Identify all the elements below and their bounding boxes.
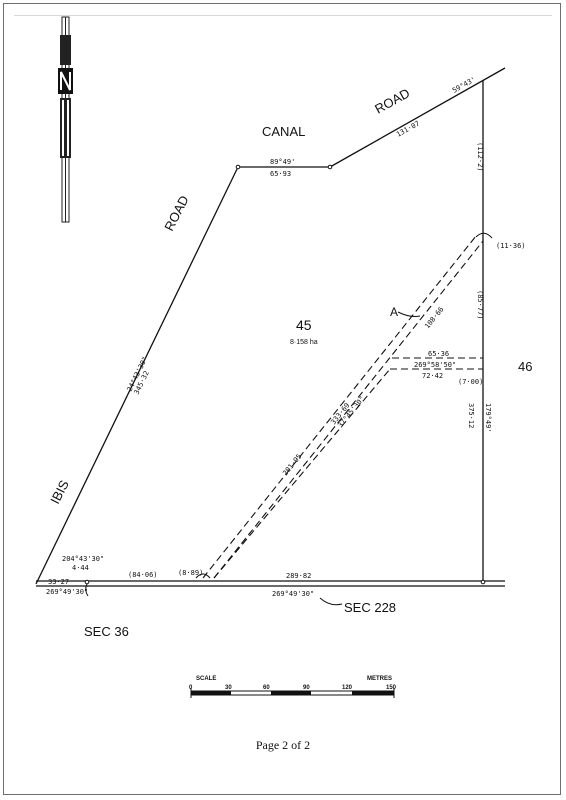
svg-text:204°43'30": 204°43'30" xyxy=(62,555,104,563)
plan-page xyxy=(3,3,561,795)
svg-text:4·44: 4·44 xyxy=(72,564,89,572)
svg-text:150: 150 xyxy=(386,685,397,691)
svg-text:(85·77): (85·77) xyxy=(476,290,484,320)
parcel-boundaries xyxy=(35,67,506,587)
svg-text:289·82: 289·82 xyxy=(286,572,311,580)
lot-45-area: 8·158 ha xyxy=(290,339,318,346)
top-rule xyxy=(14,15,552,16)
svg-text:METRES: METRES xyxy=(367,676,392,682)
sec-36-label: SEC 36 xyxy=(84,624,129,639)
easement-a xyxy=(202,235,484,579)
svg-text:269°58'50": 269°58'50" xyxy=(414,361,456,369)
lot-45-label: 45 xyxy=(296,317,312,333)
svg-text:201·95: 201·95 xyxy=(281,453,303,478)
svg-text:269°49'30": 269°49'30" xyxy=(272,590,314,598)
svg-text:(112·2): (112·2) xyxy=(476,142,484,172)
svg-text:65·93: 65·93 xyxy=(270,170,291,178)
page-number: Page 2 of 2 xyxy=(255,738,311,752)
scale-bar: SCALE METRES 0 30 60 90 120 150 xyxy=(189,676,397,698)
svg-text:SCALE: SCALE xyxy=(196,676,216,682)
svg-text:65·36: 65·36 xyxy=(428,350,449,358)
lot-46-label: 46 xyxy=(518,359,532,374)
easement-a-label: A xyxy=(390,305,398,319)
svg-text:(8·89): (8·89) xyxy=(178,569,203,577)
svg-text:90: 90 xyxy=(303,685,310,691)
road-top-label: ROAD xyxy=(372,85,412,116)
canal-label: CANAL xyxy=(262,124,305,139)
north-arrow-icon xyxy=(58,16,73,223)
svg-text:269°49'30": 269°49'30" xyxy=(46,588,88,596)
svg-text:(7·00): (7·00) xyxy=(458,378,483,386)
ibis-road-boundary xyxy=(35,166,239,585)
svg-text:108·66: 108·66 xyxy=(423,306,445,331)
svg-text:(11·36): (11·36) xyxy=(496,242,526,250)
sec228-leader xyxy=(319,597,343,606)
svg-text:33·27: 33·27 xyxy=(48,578,69,586)
road-left-label: ROAD xyxy=(161,193,191,233)
dimensions: 89°49' 65·93 131·07 59°43' (112·2) (11·3… xyxy=(46,75,526,598)
svg-text:(84·06): (84·06) xyxy=(128,571,158,579)
easement-leader xyxy=(397,311,421,317)
ibis-label: IBIS xyxy=(47,477,72,506)
sec-228-label: SEC 228 xyxy=(344,600,396,615)
svg-text:179°49': 179°49' xyxy=(484,403,492,433)
svg-text:30: 30 xyxy=(225,685,232,691)
svg-text:375·12: 375·12 xyxy=(467,403,475,428)
svg-text:60: 60 xyxy=(263,685,270,691)
svg-text:72·42: 72·42 xyxy=(422,372,443,380)
svg-text:89°49': 89°49' xyxy=(270,158,295,166)
canal-road-boundary xyxy=(329,67,506,168)
svg-text:120: 120 xyxy=(342,685,353,691)
